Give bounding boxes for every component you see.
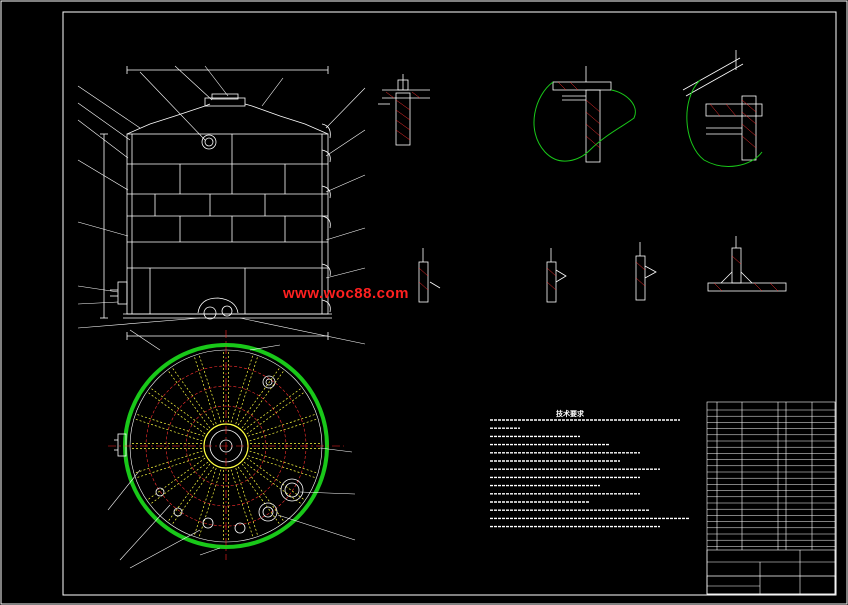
weld-hatch	[418, 255, 779, 292]
watermark: www.woc88.com	[283, 285, 409, 302]
weld-detail-4	[707, 236, 787, 292]
parts-list-table	[706, 401, 836, 595]
rib-line	[243, 388, 301, 431]
detail-3	[682, 50, 763, 161]
rib-line	[247, 455, 315, 478]
detail-1	[378, 74, 430, 146]
bottom-strip	[706, 575, 836, 595]
rib-line	[230, 355, 254, 423]
rib-line	[168, 371, 211, 429]
weld-detail-2	[546, 248, 567, 303]
rib-line	[247, 414, 315, 437]
rib-line	[168, 463, 211, 521]
technical-notes-title: 技术要求	[556, 410, 584, 418]
drawing-frame-inner	[62, 11, 837, 596]
detail-1-hatch	[385, 91, 421, 141]
rib-line	[241, 371, 284, 429]
tank-elevation-view	[100, 66, 332, 340]
rib-line	[135, 418, 203, 442]
rib-line	[249, 418, 317, 442]
detail-3-hatch	[709, 99, 757, 149]
detail-3-break	[686, 79, 763, 167]
rib-line	[235, 357, 258, 425]
technical-notes-lines	[490, 419, 690, 528]
plan-centerlines	[108, 330, 344, 560]
detail-2-break	[533, 81, 636, 162]
rib-line	[137, 414, 205, 437]
rib-line	[151, 388, 209, 431]
weld-detail-1	[418, 248, 441, 303]
title-block	[706, 549, 836, 595]
rib-line	[135, 450, 203, 474]
plan-leaders	[107, 329, 356, 569]
weld-detail-3	[635, 242, 657, 301]
rib-line	[194, 357, 217, 425]
plan-nozzles	[114, 375, 304, 534]
elevation-leaders	[77, 65, 366, 345]
rib-line	[230, 469, 254, 537]
rib-line	[151, 461, 209, 504]
rib-line	[249, 450, 317, 474]
detail-2-hatch	[557, 81, 601, 149]
parts-list-rows	[707, 409, 835, 547]
rib-line	[198, 355, 222, 423]
rib-line	[198, 469, 222, 537]
detail-2	[552, 66, 612, 163]
